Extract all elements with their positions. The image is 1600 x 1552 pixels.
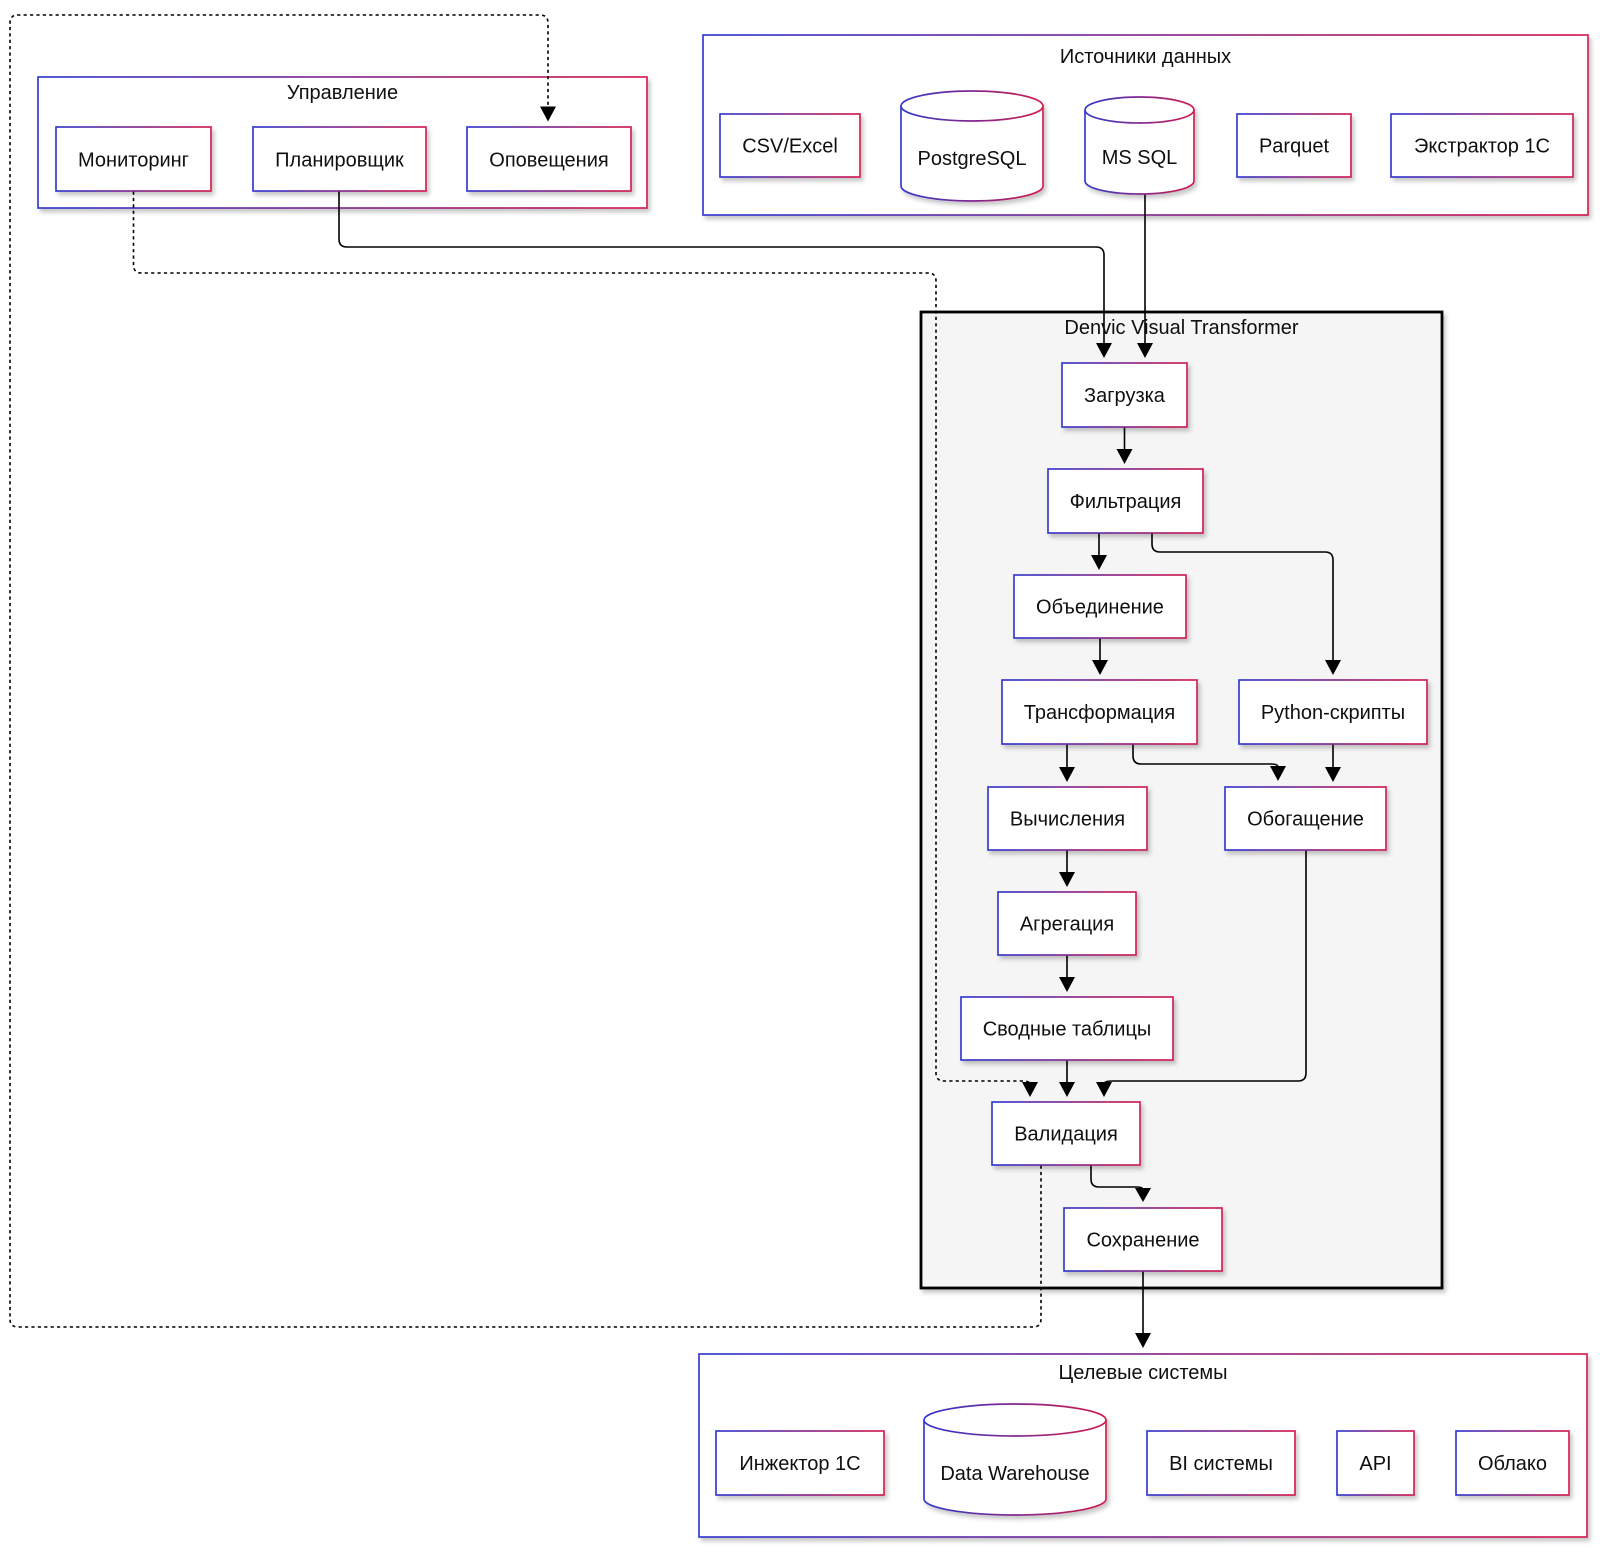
svg-text:Загрузка: Загрузка bbox=[1084, 385, 1166, 407]
svg-text:Обогащение: Обогащение bbox=[1247, 809, 1364, 831]
svg-text:Планировщик: Планировщик bbox=[275, 150, 404, 172]
svg-text:CSV/Excel: CSV/Excel bbox=[742, 136, 838, 158]
svg-text:Инжектор 1С: Инжектор 1С bbox=[739, 1453, 860, 1475]
svg-text:Оповещения: Оповещения bbox=[489, 150, 608, 172]
svg-text:Denvic Visual Transformer: Denvic Visual Transformer bbox=[1064, 317, 1299, 339]
svg-text:Сохранение: Сохранение bbox=[1086, 1230, 1199, 1252]
svg-text:API: API bbox=[1359, 1453, 1391, 1475]
svg-text:Экстрактор 1С: Экстрактор 1С bbox=[1414, 136, 1550, 158]
svg-text:PostgreSQL: PostgreSQL bbox=[918, 148, 1027, 170]
svg-text:Data Warehouse: Data Warehouse bbox=[940, 1463, 1089, 1485]
svg-text:Целевые системы: Целевые системы bbox=[1058, 1362, 1227, 1384]
svg-text:Валидация: Валидация bbox=[1014, 1124, 1118, 1146]
svg-text:MS SQL: MS SQL bbox=[1102, 147, 1178, 169]
svg-text:Сводные таблицы: Сводные таблицы bbox=[983, 1019, 1152, 1041]
svg-text:Управление: Управление bbox=[287, 82, 398, 104]
svg-text:Источники данных: Источники данных bbox=[1060, 46, 1231, 68]
svg-text:Мониторинг: Мониторинг bbox=[78, 150, 189, 172]
svg-text:Вычисления: Вычисления bbox=[1010, 809, 1125, 831]
svg-text:BI системы: BI системы bbox=[1169, 1453, 1273, 1475]
svg-text:Агрегация: Агрегация bbox=[1020, 914, 1114, 936]
svg-text:Python-скрипты: Python-скрипты bbox=[1261, 702, 1405, 724]
svg-text:Трансформация: Трансформация bbox=[1024, 702, 1175, 724]
svg-text:Облако: Облако bbox=[1478, 1453, 1547, 1475]
svg-text:Parquet: Parquet bbox=[1259, 136, 1329, 158]
svg-text:Фильтрация: Фильтрация bbox=[1070, 491, 1182, 513]
svg-text:Объединение: Объединение bbox=[1036, 597, 1164, 619]
